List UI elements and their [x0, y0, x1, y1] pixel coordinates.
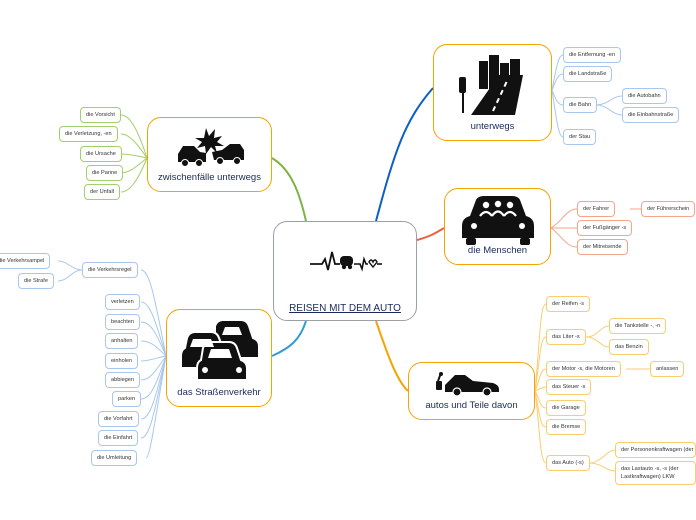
leaf-stau[interactable]: der Stau [563, 129, 597, 145]
topic-strassenverkehr-label: das Straßenverkehr [177, 387, 261, 398]
leaf-verletzung[interactable]: die Verletzung, -en [59, 126, 118, 142]
leaf-einholen[interactable]: einholen [105, 353, 139, 369]
leaf-umleitung[interactable]: die Umleitung [91, 450, 138, 466]
topic-autos-label: autos und Teile davon [425, 400, 518, 411]
leaf-auto[interactable]: das Auto (-s) [546, 455, 590, 471]
leaf-mitreisende[interactable]: der Mitreisende [577, 239, 628, 255]
leaf-pkw[interactable]: der Personenkraftwagen (der PKW) [615, 442, 696, 458]
ekg-heartbeat-car-icon [310, 251, 382, 272]
leaf-vorsicht[interactable]: die Vorsicht [80, 107, 121, 123]
car-crash-icon [178, 128, 244, 167]
leaf-tankstelle[interactable]: die Tankstelle -, -n [609, 318, 667, 334]
leaf-verletzen[interactable]: verletzen [105, 294, 140, 310]
topic-strassenverkehr[interactable]: das Straßenverkehr [166, 309, 272, 407]
leaf-fuehrerschein[interactable]: der Führerschein [641, 201, 696, 217]
leaf-liter[interactable]: das Liter -s [546, 329, 586, 345]
leaf-anlassen[interactable]: anlassen [650, 361, 685, 377]
leaf-bahn[interactable]: die Bahn [563, 97, 598, 113]
leaf-entfernung[interactable]: die Entfernung -en [563, 47, 622, 63]
branch-unterwegs [375, 87, 434, 222]
topic-unterwegs[interactable]: unterwegs [433, 44, 552, 141]
branch-zwischen [271, 157, 307, 222]
leaf-steuer[interactable]: das Steuer -s [546, 379, 592, 395]
leaf-panne[interactable]: die Panne [86, 165, 124, 181]
car-passengers-icon [462, 196, 534, 245]
leaf-lkw[interactable]: das Lastauto -s, -s (der Lastkraftwagen)… [615, 461, 696, 485]
leaf-parken[interactable]: parken [112, 391, 142, 407]
car-repair-icon [436, 372, 499, 397]
branch-autos [375, 320, 409, 392]
branch-strassen [271, 320, 307, 357]
leaf-unfall[interactable]: der Unfall [84, 184, 120, 200]
leaf-strafe[interactable]: die Strafe [18, 273, 54, 289]
leaf-garage[interactable]: die Garage [546, 400, 586, 416]
topic-zwischenfaelle-label: zwischenfälle unterwegs [158, 172, 261, 183]
leaf-beachten[interactable]: beachten [105, 314, 141, 330]
central-topic[interactable]: REISEN MIT DEM AUTO [273, 221, 417, 321]
topic-unterwegs-label: unterwegs [470, 121, 515, 132]
leaf-fahrer[interactable]: der Fahrer [577, 201, 616, 217]
city-road-icon [459, 55, 523, 115]
leaf-motor[interactable]: der Motor -s, die Motoren [546, 361, 621, 377]
leaf-benzin[interactable]: das Benzin [609, 339, 649, 355]
leaf-vorfahrt[interactable]: die Vorfahrt [98, 411, 139, 427]
leaf-verkehrsregel[interactable]: die Verkehrsregel [82, 262, 138, 278]
central-topic-label: REISEN MIT DEM AUTO [289, 303, 401, 314]
leaf-ursache[interactable]: die Ursache [80, 146, 122, 162]
branch-menschen [416, 227, 445, 241]
leaf-reifen[interactable]: der Reifen -s [546, 296, 591, 312]
topic-menschen-label: die Menschen [467, 245, 528, 256]
topic-autos[interactable]: autos und Teile davon [408, 362, 535, 420]
leaf-anhalten[interactable]: anhalten [105, 333, 139, 349]
topic-menschen[interactable]: die Menschen [444, 188, 551, 265]
leaf-bremse[interactable]: die Bremse [546, 419, 587, 435]
leaf-verkehrsampel[interactable]: die Verkehrsampel [0, 253, 51, 269]
leaf-autobahn[interactable]: die Autobahn [622, 88, 667, 104]
leaf-einbahnstrasse[interactable]: die Einbahnstraße [622, 107, 680, 123]
leaf-einfahrt[interactable]: die Einfahrt [98, 430, 139, 446]
topic-zwischenfaelle[interactable]: zwischenfälle unterwegs [147, 117, 272, 192]
leaf-landstrasse[interactable]: die Landstraße [563, 66, 613, 82]
leaf-abbiegen[interactable]: abbiegen [105, 372, 141, 388]
leaf-fussgaenger[interactable]: der Fußgänger -s [577, 220, 633, 236]
traffic-cars-icon [180, 319, 260, 381]
